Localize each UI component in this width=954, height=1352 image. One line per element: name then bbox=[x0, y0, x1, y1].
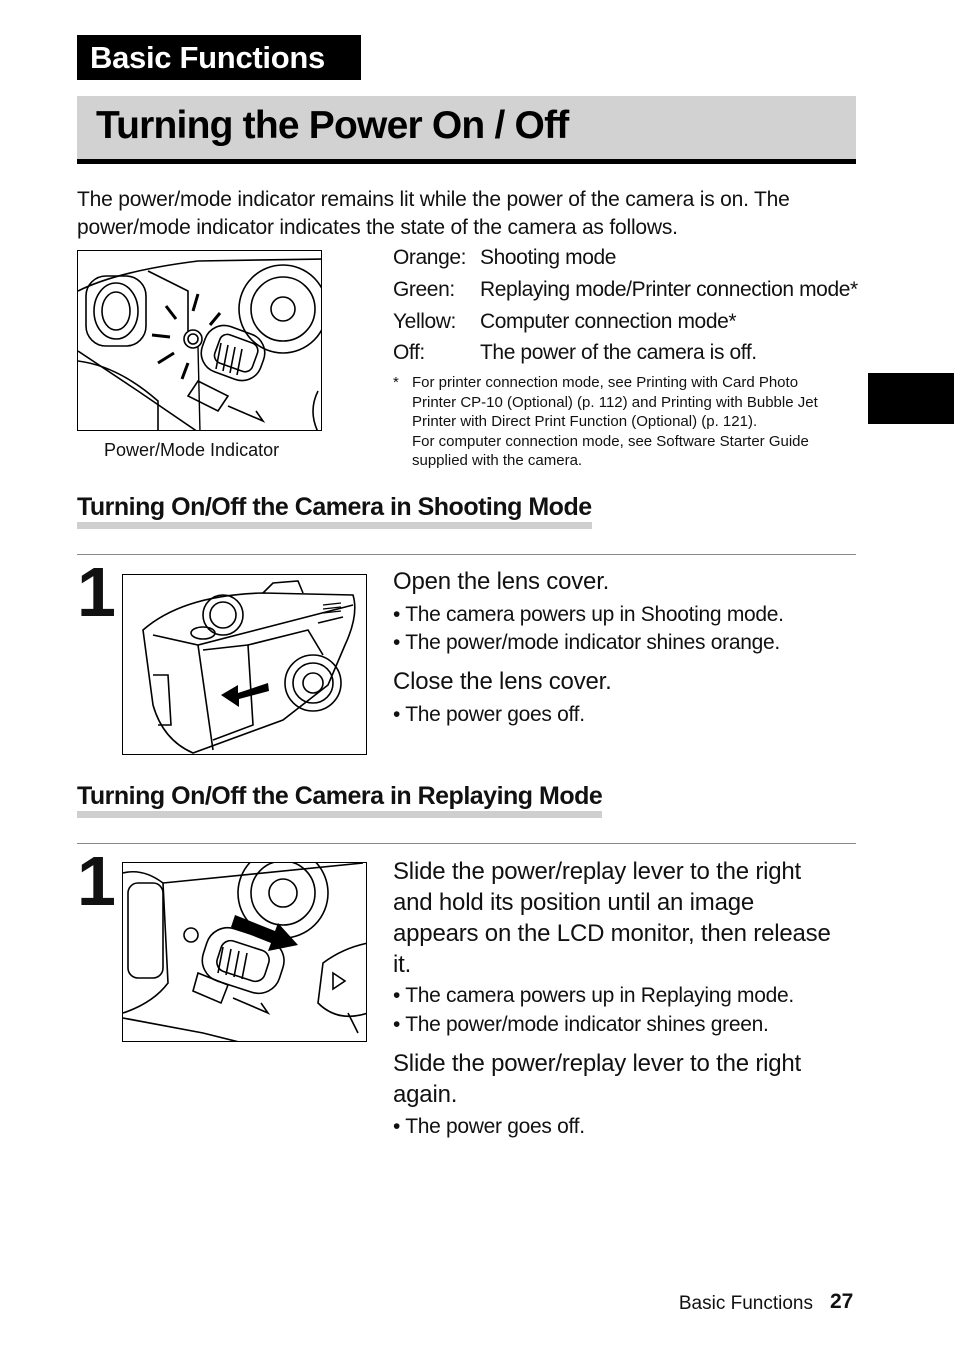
shooting-step-number: 1 bbox=[77, 553, 116, 631]
indicator-meaning: Computer connection mode* bbox=[480, 310, 737, 333]
shooting-action-open: Open the lens cover. bbox=[393, 568, 610, 595]
footer-section-label: Basic Functions bbox=[678, 1293, 813, 1314]
indicator-illustration bbox=[77, 250, 322, 431]
replaying-bullet-2: • The power/mode indicator shines green. bbox=[393, 1013, 769, 1036]
shooting-action-close: Close the lens cover. bbox=[393, 668, 612, 695]
replaying-heading: Turning On/Off the Camera in Replaying M… bbox=[77, 781, 603, 818]
replaying-step-number: 1 bbox=[77, 842, 116, 920]
camera-lever-drawing bbox=[123, 863, 366, 1041]
shooting-heading: Turning On/Off the Camera in Shooting Mo… bbox=[77, 492, 592, 529]
footnote-computer: For computer connection mode, see Softwa… bbox=[412, 432, 809, 470]
shooting-bullet-1: • The camera powers up in Shooting mode. bbox=[393, 603, 784, 626]
indicator-color: Off: bbox=[393, 341, 425, 364]
indicator-meaning: Shooting mode bbox=[480, 246, 617, 269]
replay-lever-illustration bbox=[122, 862, 367, 1042]
shooting-bullet-3: • The power goes off. bbox=[393, 703, 585, 726]
shooting-bullet-2: • The power/mode indicator shines orange… bbox=[393, 631, 780, 654]
shooting-rule bbox=[77, 554, 856, 555]
indicator-meaning: The power of the camera is off. bbox=[480, 341, 757, 364]
camera-top-rear-drawing bbox=[78, 258, 321, 430]
figure-caption: Power/Mode Indicator bbox=[104, 440, 280, 460]
footnote-printer: For printer connection mode, see Printin… bbox=[412, 374, 818, 430]
indicator-color: Orange: bbox=[393, 246, 467, 269]
chapter-tab bbox=[868, 373, 954, 424]
section-tag: Basic Functions bbox=[77, 35, 361, 80]
camera-front-drawing bbox=[142, 580, 356, 754]
intro-paragraph: The power/mode indicator remains lit whi… bbox=[77, 188, 790, 239]
page-number: 27 bbox=[830, 1290, 854, 1313]
indicator-color: Green: bbox=[393, 278, 455, 301]
title-bar: Turning the Power On / Off bbox=[77, 96, 856, 164]
replaying-bullet-1: • The camera powers up in Replaying mode… bbox=[393, 984, 794, 1007]
indicator-meaning: Replaying mode/Printer connection mode* bbox=[480, 278, 858, 301]
page-title: Turning the Power On / Off bbox=[96, 104, 569, 147]
replaying-bullet-3: • The power goes off. bbox=[393, 1115, 585, 1138]
lens-cover-illustration bbox=[122, 574, 367, 755]
replaying-rule bbox=[77, 843, 856, 844]
indicator-color: Yellow: bbox=[393, 310, 456, 333]
footnote-mark: * bbox=[393, 374, 399, 391]
replaying-action-slide: Slide the power/replay lever to the righ… bbox=[393, 858, 831, 978]
replaying-action-slide-again: Slide the power/replay lever to the righ… bbox=[393, 1050, 802, 1108]
